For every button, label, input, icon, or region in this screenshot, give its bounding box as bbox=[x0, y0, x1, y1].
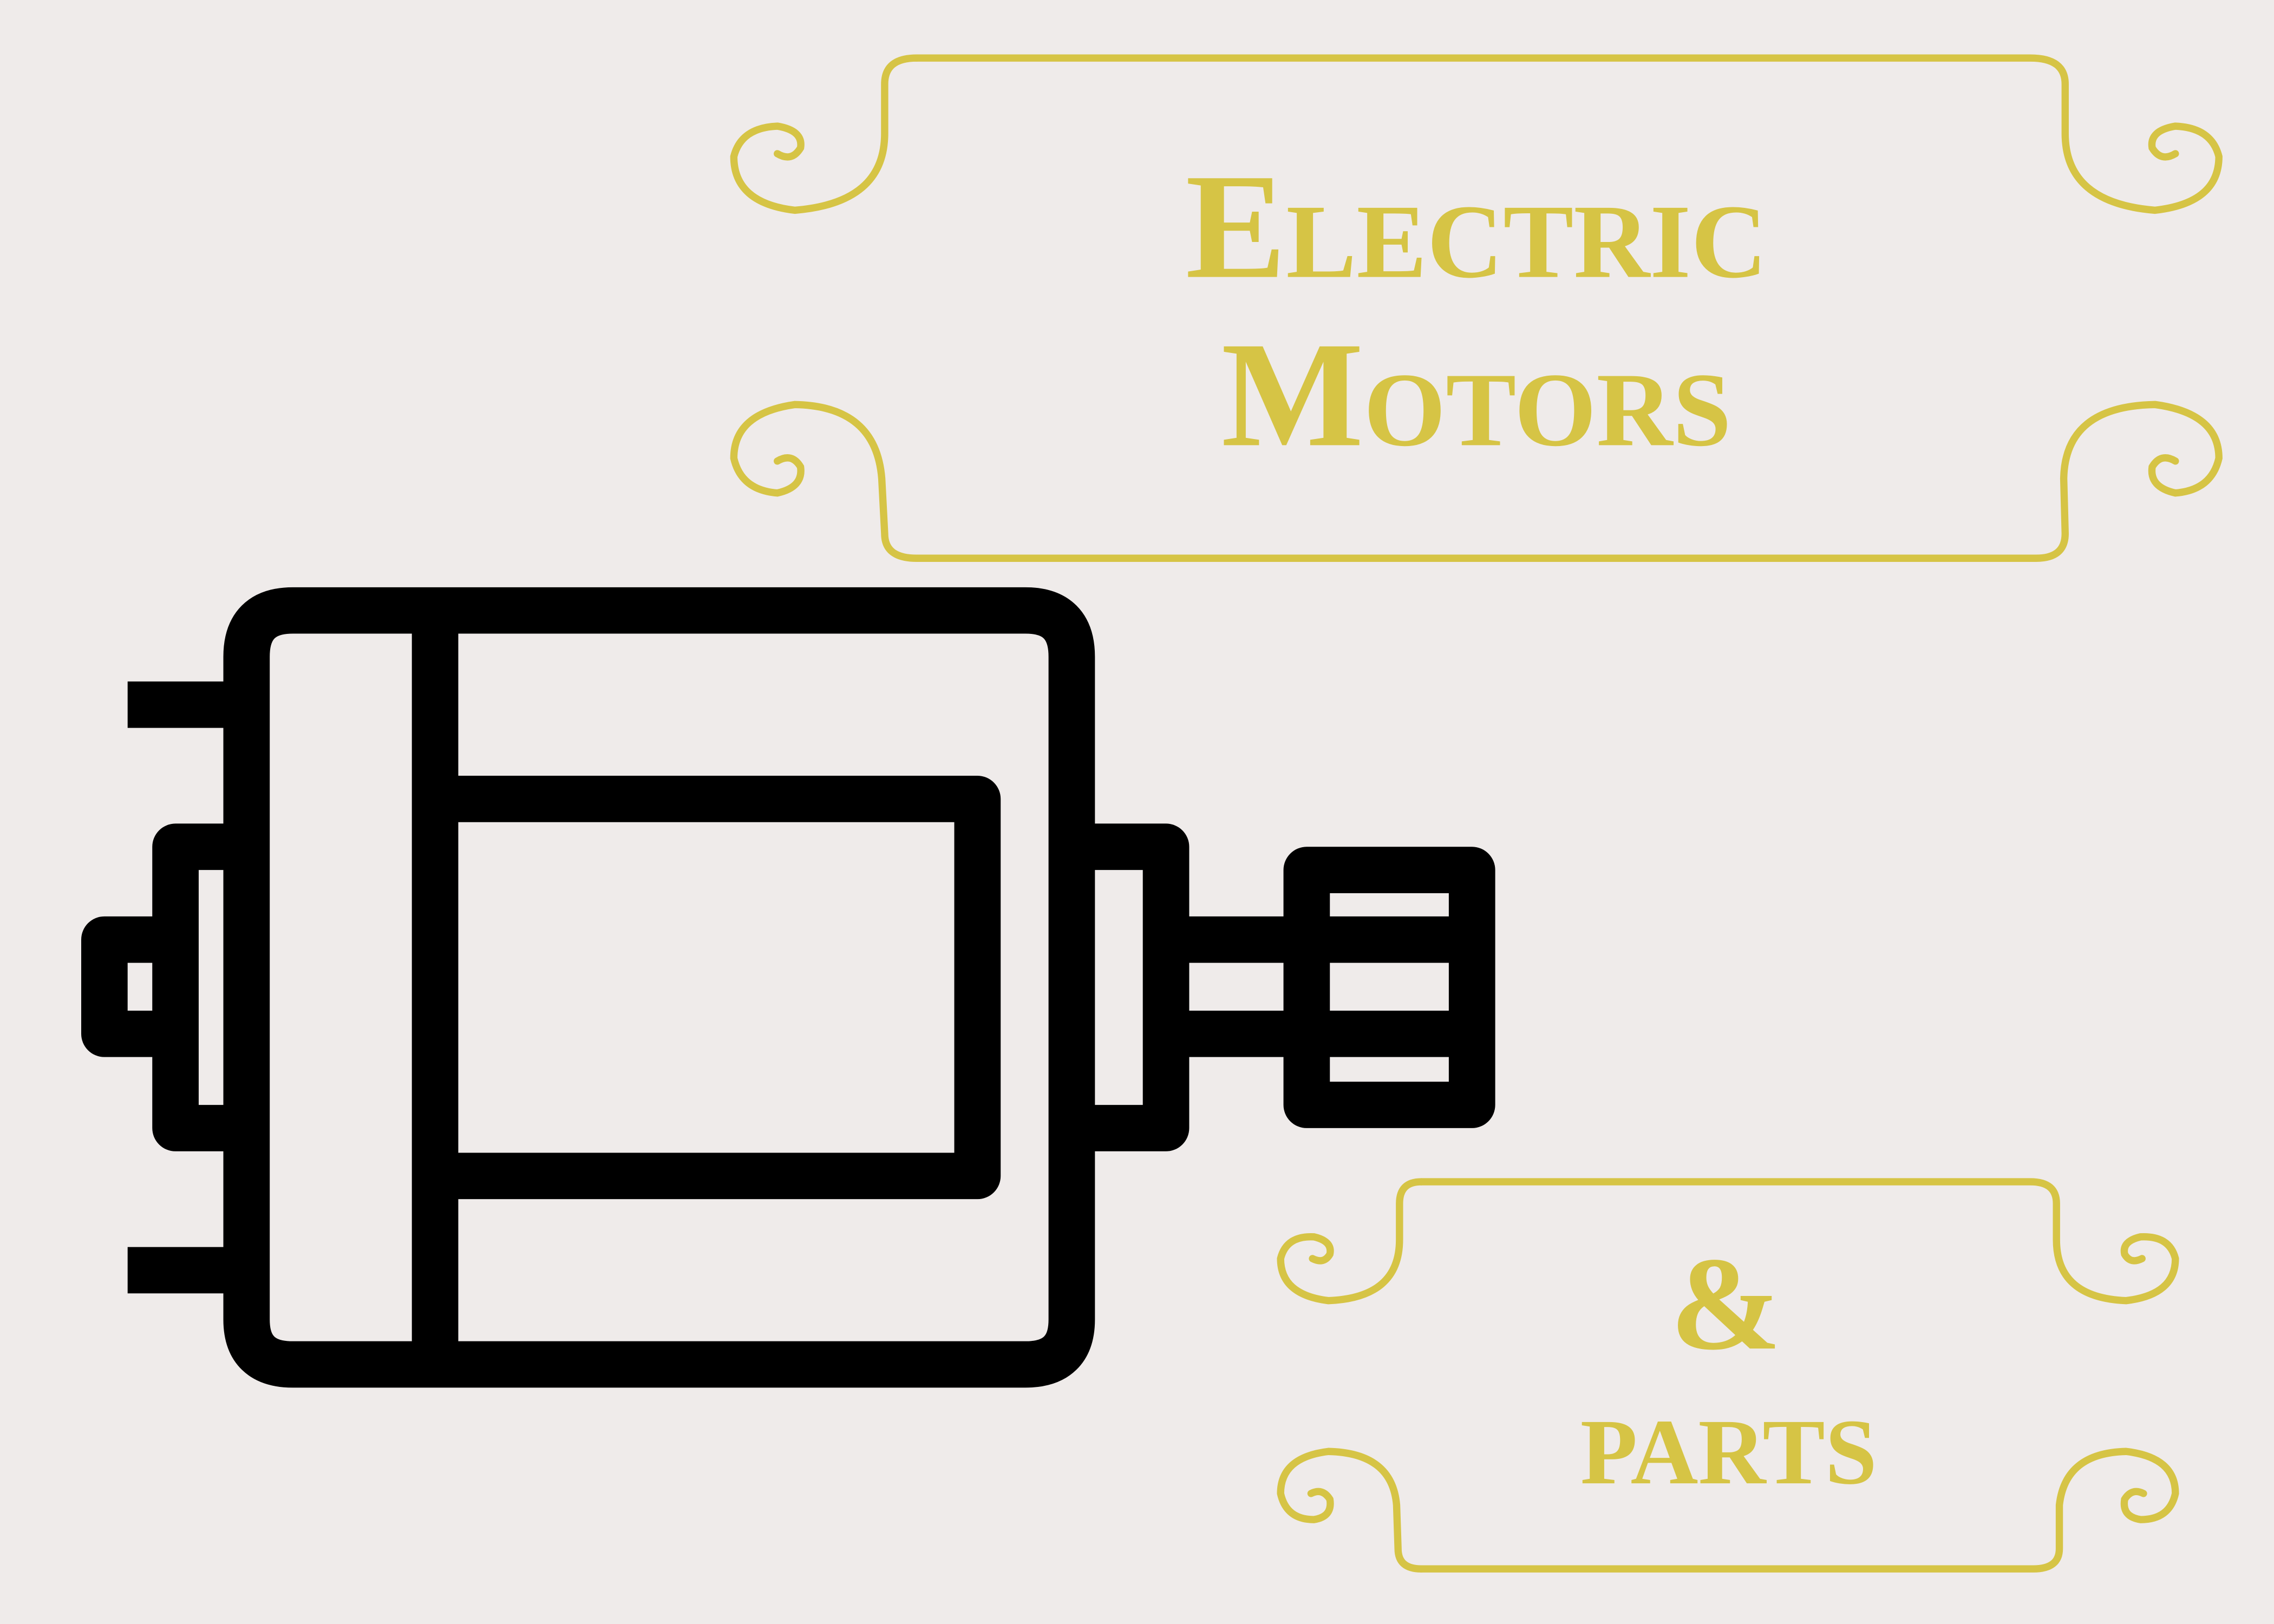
electric-motor-icon bbox=[81, 587, 1495, 1388]
ornamental-frame-bottom bbox=[1277, 1178, 2179, 1573]
title-line-parts: parts bbox=[1580, 1365, 1877, 1512]
ampersand: & bbox=[1670, 1230, 1781, 1378]
ornamental-frame-top bbox=[730, 54, 2223, 562]
title-line-motors: Motors bbox=[1221, 311, 1731, 478]
title-line-electric: Electric bbox=[1186, 143, 1767, 310]
